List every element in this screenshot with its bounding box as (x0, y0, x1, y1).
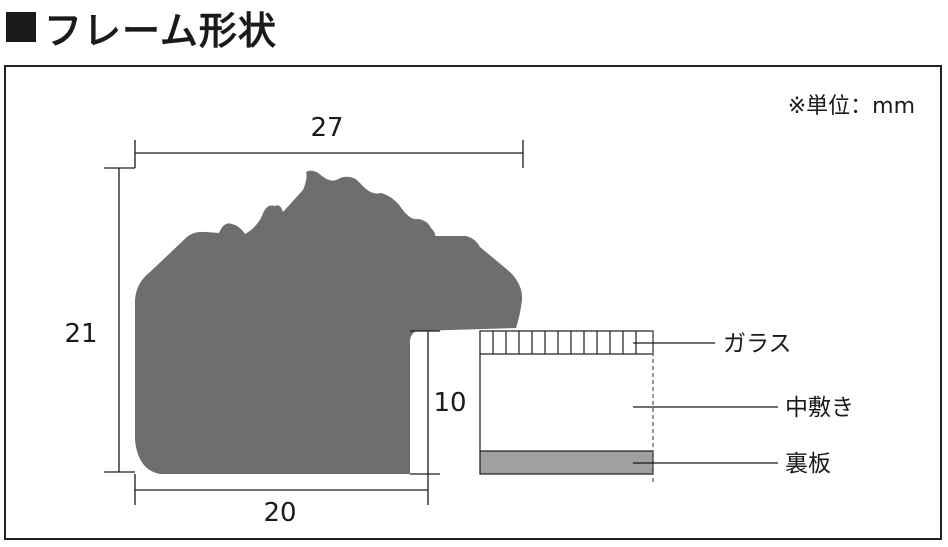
title-square-icon (6, 12, 36, 42)
backboard-layer (479, 450, 654, 475)
leader-lines (633, 342, 778, 464)
dimension-width-bottom (134, 474, 429, 505)
dimension-label-20: 20 (263, 498, 296, 528)
label-mat: 中敷き (785, 395, 854, 421)
dimension-height-total (104, 167, 135, 473)
frame-profile-shape (135, 170, 523, 474)
dimension-label-21: 21 (64, 319, 97, 349)
dimension-label-27: 27 (310, 113, 343, 143)
glass-layer (479, 330, 654, 355)
unit-note: ※単位：mm (788, 94, 915, 119)
label-backboard: 裏板 (785, 451, 831, 477)
label-glass: ガラス (723, 331, 792, 357)
dimension-rabbet-depth (410, 330, 440, 475)
diagram-border (4, 65, 942, 540)
dimension-label-10: 10 (433, 388, 466, 418)
page-title-text: フレーム形状 (44, 8, 277, 53)
dimension-width-top (134, 140, 524, 168)
page-title: フレーム形状 (6, 2, 277, 53)
